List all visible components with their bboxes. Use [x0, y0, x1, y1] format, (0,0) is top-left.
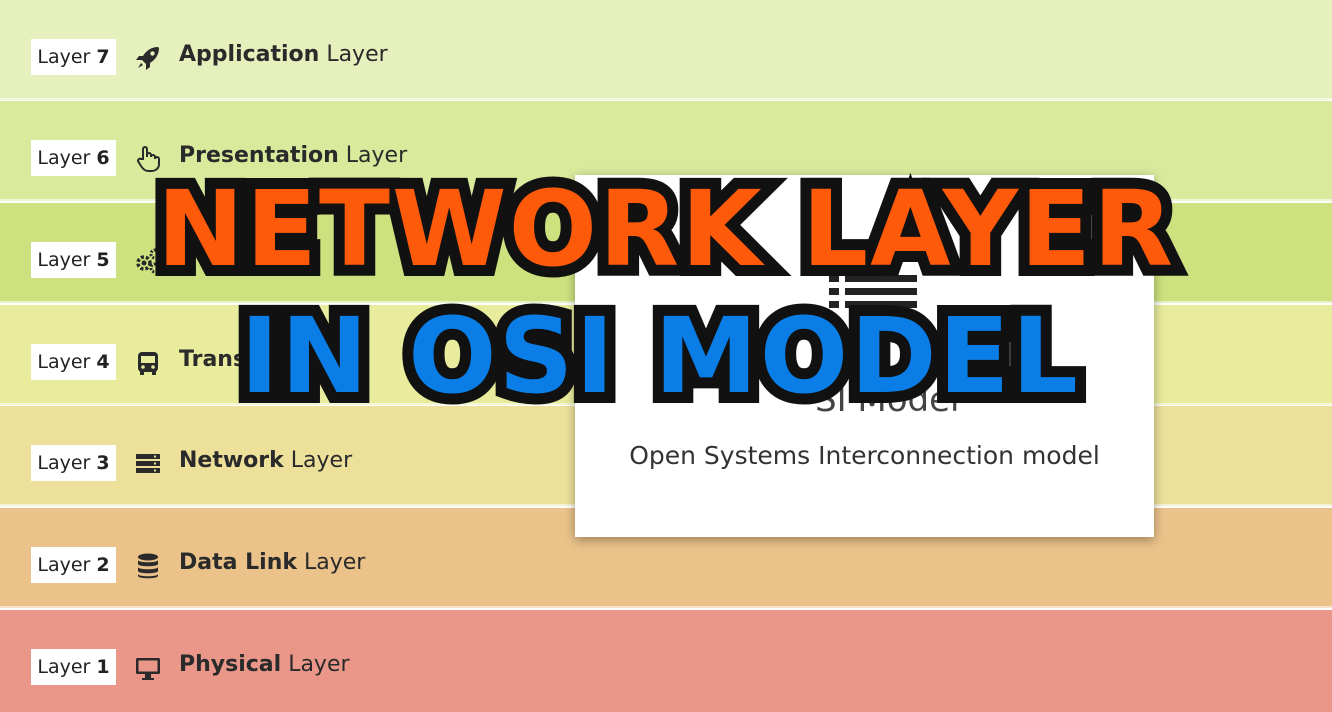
layer-badge-number: 3	[96, 452, 110, 474]
layer-name-strong: Physical	[179, 652, 282, 677]
layer-badge-word: Layer	[37, 656, 91, 678]
card-subtitle: Open Systems Interconnection model	[629, 441, 1100, 470]
layer-badge: Layer 3	[31, 445, 116, 481]
layer-name: S	[179, 245, 195, 270]
card-title: SI Model	[815, 380, 960, 420]
server-icon	[134, 450, 162, 478]
layer-badge-number: 6	[96, 147, 110, 169]
layer-badge-word: Layer	[37, 554, 91, 576]
layer-badge-word: Layer	[37, 147, 91, 169]
layer-badge-number: 2	[96, 554, 110, 576]
layer-badge: Layer 7	[31, 39, 116, 75]
layer-name-strong: Network	[179, 448, 284, 473]
layer-name: Presentation Layer	[179, 143, 407, 168]
layer-name: Transpor	[179, 347, 288, 372]
monitor-icon	[134, 654, 162, 682]
layer-name-strong: Presentation	[179, 143, 339, 168]
layer-badge: Layer 6	[31, 140, 116, 176]
bus-icon	[134, 349, 162, 377]
layer-badge-number: 5	[96, 249, 110, 271]
overlay-title-line-1: NETWORK LAYER	[146, 157, 1184, 301]
layer-badge: Layer 4	[31, 344, 116, 380]
rocket-icon	[134, 44, 162, 72]
layer-name-rest: Layer	[338, 143, 408, 168]
layer-name-rest: Layer	[281, 652, 350, 677]
layer-badge-number: 1	[96, 656, 110, 678]
database-icon	[134, 552, 162, 580]
layer-name-strong: Transpor	[179, 347, 288, 372]
layer-name-rest: Layer	[283, 448, 353, 473]
layer-badge-word: Layer	[37, 249, 91, 271]
layer-name: Application Layer	[179, 42, 388, 67]
list-icon	[829, 275, 919, 325]
layer-badge-word: Layer	[37, 452, 91, 474]
layer-name: Data Link Layer	[179, 550, 365, 575]
layer-badge: Layer 2	[31, 547, 116, 583]
layer-badge-number: 4	[96, 351, 110, 373]
osi-model-card: SI Model Open Systems Interconnection mo…	[575, 175, 1154, 537]
layer-name-strong: Application	[179, 42, 320, 67]
overlay-title-line-2: IN OSI MODEL	[229, 284, 1089, 428]
layer-badge-word: Layer	[37, 351, 91, 373]
layer-row-7: Layer 7 Application Layer	[0, 0, 1332, 100]
layer-name: Physical Layer	[179, 652, 350, 677]
layer-row-1: Layer 1 Physical Layer	[0, 610, 1332, 712]
layer-name: Network Layer	[179, 448, 352, 473]
layer-name-rest: Layer	[296, 550, 366, 575]
layer-badge: Layer 1	[31, 649, 116, 685]
layer-badge-number: 7	[96, 46, 110, 68]
layer-name-strong: Data Link	[179, 550, 297, 575]
gears-icon	[134, 247, 162, 275]
layer-badge: Layer 5	[31, 242, 116, 278]
layer-badge-word: Layer	[37, 46, 91, 68]
pointer-hand-icon	[134, 145, 162, 173]
layer-name-rest: Layer	[319, 42, 388, 67]
layer-name-strong: S	[179, 245, 195, 270]
